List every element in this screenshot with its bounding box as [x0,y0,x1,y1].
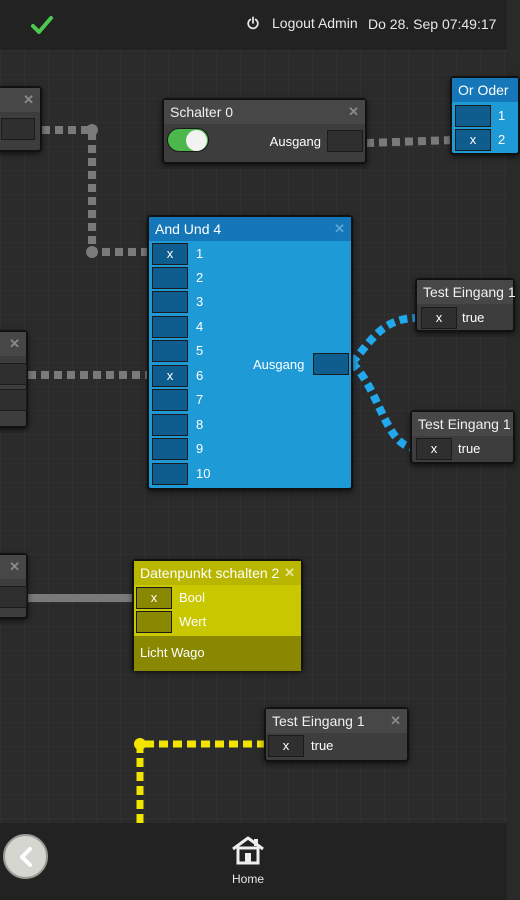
input-port[interactable] [152,389,188,411]
node-title: And Und 4 [155,221,222,237]
wire-schalter-to-or [365,136,455,147]
home-label: Home [231,872,264,886]
output-port[interactable] [0,389,27,411]
node-title: Schalter 0 [170,104,234,120]
close-icon[interactable]: ✕ [23,92,34,107]
node-schalter[interactable]: Schalter 0 ✕ Ausgang [162,98,367,164]
node-partial-left-top[interactable]: ✕ [0,86,42,152]
port-label: Bool [179,590,206,605]
logout-button[interactable]: Logout Admin [246,15,358,31]
output-port[interactable] [0,586,27,608]
wire-joint [86,246,98,258]
output-port[interactable] [0,363,27,385]
output-label: Ausgang [269,134,321,149]
value-label: true [462,310,485,325]
node-partial-left-mid[interactable]: ✕ [0,330,28,428]
node-title: Or Oder [458,82,509,98]
port-label: Wert [179,614,207,629]
port-label: 6 [196,368,204,383]
node-partial-left-low[interactable]: ✕ [0,553,28,619]
logic-canvas[interactable]: ✕ ✕ ✕ Schalter 0 ✕ Ausgang Or Oder 1 x 2… [0,50,520,823]
node-test-eingang-c[interactable]: Test Eingang 1 ✕ x true [264,707,409,762]
home-button[interactable]: Home [226,835,270,886]
connection-wires [28,124,455,823]
input-port[interactable] [152,316,188,338]
input-port[interactable] [152,291,188,313]
wire-joint [86,124,98,136]
port-label: 10 [196,466,211,481]
output-label: Ausgang [253,357,305,372]
output-port[interactable] [327,130,363,152]
back-button[interactable] [3,834,48,879]
close-icon[interactable]: ✕ [284,565,295,580]
port-label: 5 [196,343,204,358]
output-port[interactable] [313,353,349,375]
close-icon[interactable]: ✕ [348,104,359,119]
node-datenpunkt[interactable]: Datenpunkt schalten 2 ✕ x Bool Wert Lich… [132,559,303,671]
wire-and-to-test-a [348,314,419,366]
checkmark-icon [31,16,53,34]
node-footer: Licht Wago [134,636,301,671]
port-label: 3 [196,294,204,309]
port-label: 2 [498,132,506,147]
chevron-left-icon [19,846,32,867]
node-title: Test Eingang 1 [418,416,511,432]
node-title: Test Eingang 1 [272,713,365,729]
input-port[interactable] [152,463,188,485]
logout-label: Logout Admin [272,15,358,31]
port-label: 9 [196,441,204,456]
top-bar: Logout Admin Do 28. Sep 07:49:17 [0,0,507,50]
node-test-eingang-a[interactable]: Test Eingang 1 x true [415,278,516,332]
input-port[interactable]: x [136,587,172,609]
wire-joint [134,738,146,750]
value-label: true [458,441,481,456]
node-title: Test Eingang 1 [423,284,516,300]
close-icon[interactable]: ✕ [9,559,20,574]
input-port[interactable]: x [152,243,188,265]
input-port[interactable] [152,267,188,289]
input-port[interactable] [152,414,188,436]
output-port[interactable]: x [416,438,452,460]
node-and-und[interactable]: And Und 4 ✕ x 1 2 3 4 5 x 6 7 8 9 10 Aus… [147,215,353,490]
value-label: true [311,738,334,753]
input-port[interactable]: x [152,365,188,387]
switch-toggle[interactable] [167,128,209,152]
wire-test-c-to-bottom [136,740,266,823]
wire-left-top-to-and [42,126,150,256]
port-label: 2 [196,270,204,285]
house-icon [232,836,264,865]
node-test-eingang-b[interactable]: Test Eingang 1 x true [410,410,515,464]
node-title: Datenpunkt schalten 2 [140,565,280,581]
output-port[interactable]: x [421,307,457,329]
input-port-1[interactable] [455,105,491,127]
output-port[interactable]: x [268,735,304,757]
port-label: 7 [196,392,204,407]
close-icon[interactable]: ✕ [9,336,20,351]
close-icon[interactable]: ✕ [390,713,401,728]
input-port-2[interactable]: x [455,129,491,151]
bottom-bar: Home [0,823,507,900]
wire-and-to-test-b [349,360,415,452]
close-icon[interactable]: ✕ [334,221,345,236]
power-icon [247,16,259,30]
output-port[interactable] [1,118,35,140]
datetime: Do 28. Sep 07:49:17 [368,16,497,32]
input-port[interactable] [136,611,172,633]
port-label: 1 [196,246,204,261]
port-label: 1 [498,108,506,123]
input-port[interactable] [152,438,188,460]
port-label: 4 [196,319,204,334]
datapoint-name: Licht Wago [140,645,205,660]
node-or-oder[interactable]: Or Oder 1 x 2 [450,76,520,155]
port-label: 8 [196,417,204,432]
input-port[interactable] [152,340,188,362]
